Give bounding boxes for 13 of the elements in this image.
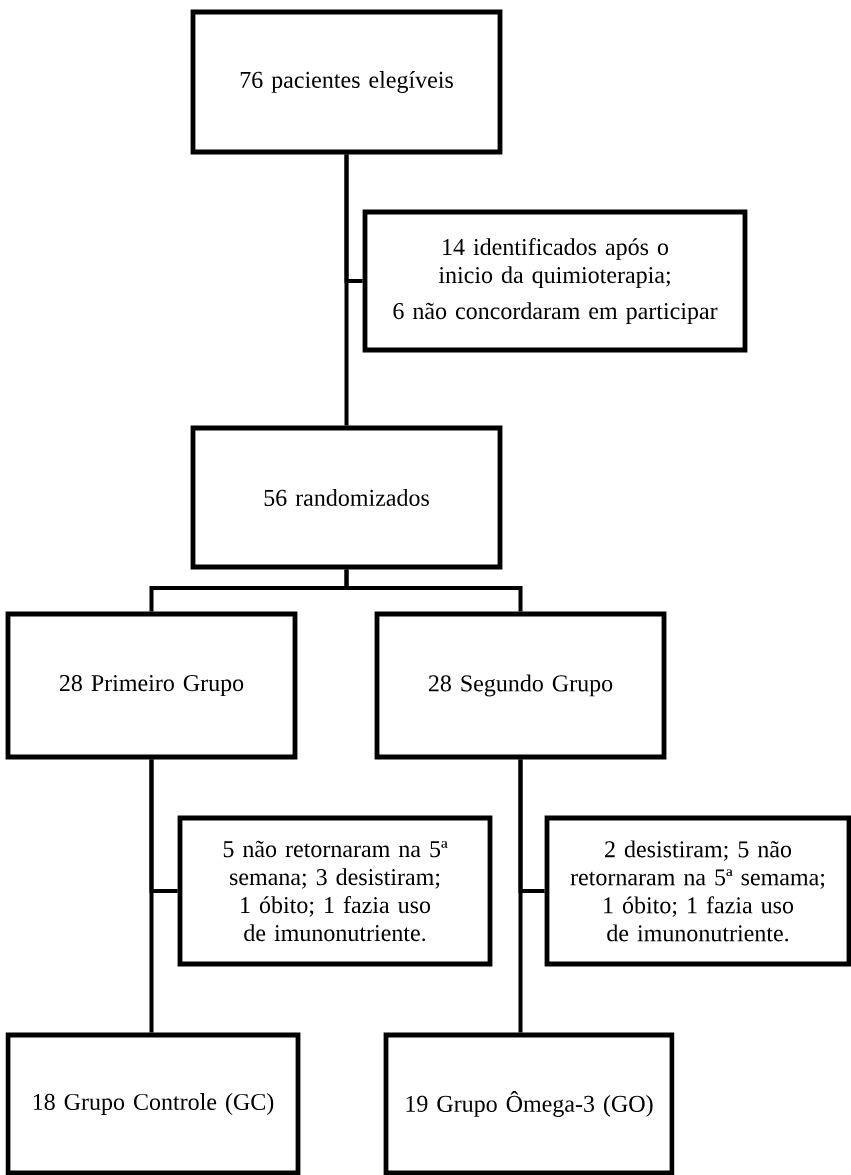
process-box: 76 pacientes elegíveis	[190, 9, 503, 155]
connector-line	[344, 569, 523, 612]
exclusion-box: 2 desistiram; 5 não retornaram na 5ª semama; 1 óbito; 1 fazia uso de imunonutriente.	[544, 815, 851, 967]
exclusion-box: 5 não retornaram na 5ª semana; 3 desistiram; 1 óbito; 1 fazia uso de imunonutriente.	[177, 815, 493, 967]
process-box: 18 Grupo Controle (GC)	[5, 1032, 301, 1175]
connector-line	[149, 759, 154, 1033]
connector-line	[518, 759, 523, 1033]
connector-line	[344, 154, 363, 283]
process-box: 28 Segundo Grupo	[374, 611, 667, 760]
process-box: 19 Grupo Ômega-3 (GO)	[383, 1032, 675, 1175]
process-box: 56 randomizados	[190, 425, 503, 570]
exclusion-box: 14 identificados após o inicio da quimioterapia; 6 não concordaram em participar	[362, 209, 748, 353]
process-box: 28 Primeiro Grupo	[5, 611, 298, 760]
